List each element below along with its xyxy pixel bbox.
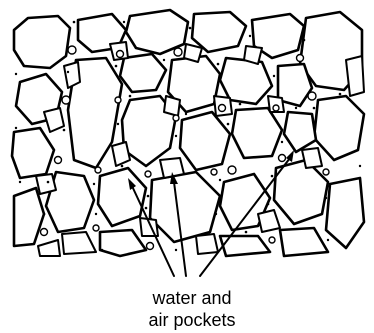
caption-line-2: air pockets bbox=[148, 310, 235, 330]
caption-line-1: water and bbox=[151, 288, 231, 308]
